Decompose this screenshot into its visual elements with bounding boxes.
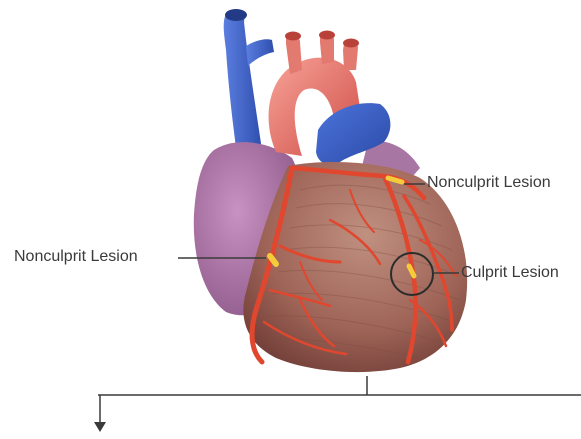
aorta-branch-3-opening (343, 39, 359, 48)
aorta-branch-1 (286, 36, 302, 74)
aorta-branch-2-opening (319, 31, 335, 40)
vein-branch (246, 39, 274, 66)
vena-cava-opening (225, 9, 247, 21)
nonculprit-lesion-label-top: Nonculprit Lesion (427, 174, 551, 192)
nonculprit-lesion-label-left: Nonculprit Lesion (14, 248, 138, 266)
aorta-branch-1-opening (285, 32, 301, 41)
down-arrow-icon (94, 422, 106, 432)
culprit-lesion-label: Culprit Lesion (461, 264, 559, 282)
vena-cava (224, 11, 262, 162)
